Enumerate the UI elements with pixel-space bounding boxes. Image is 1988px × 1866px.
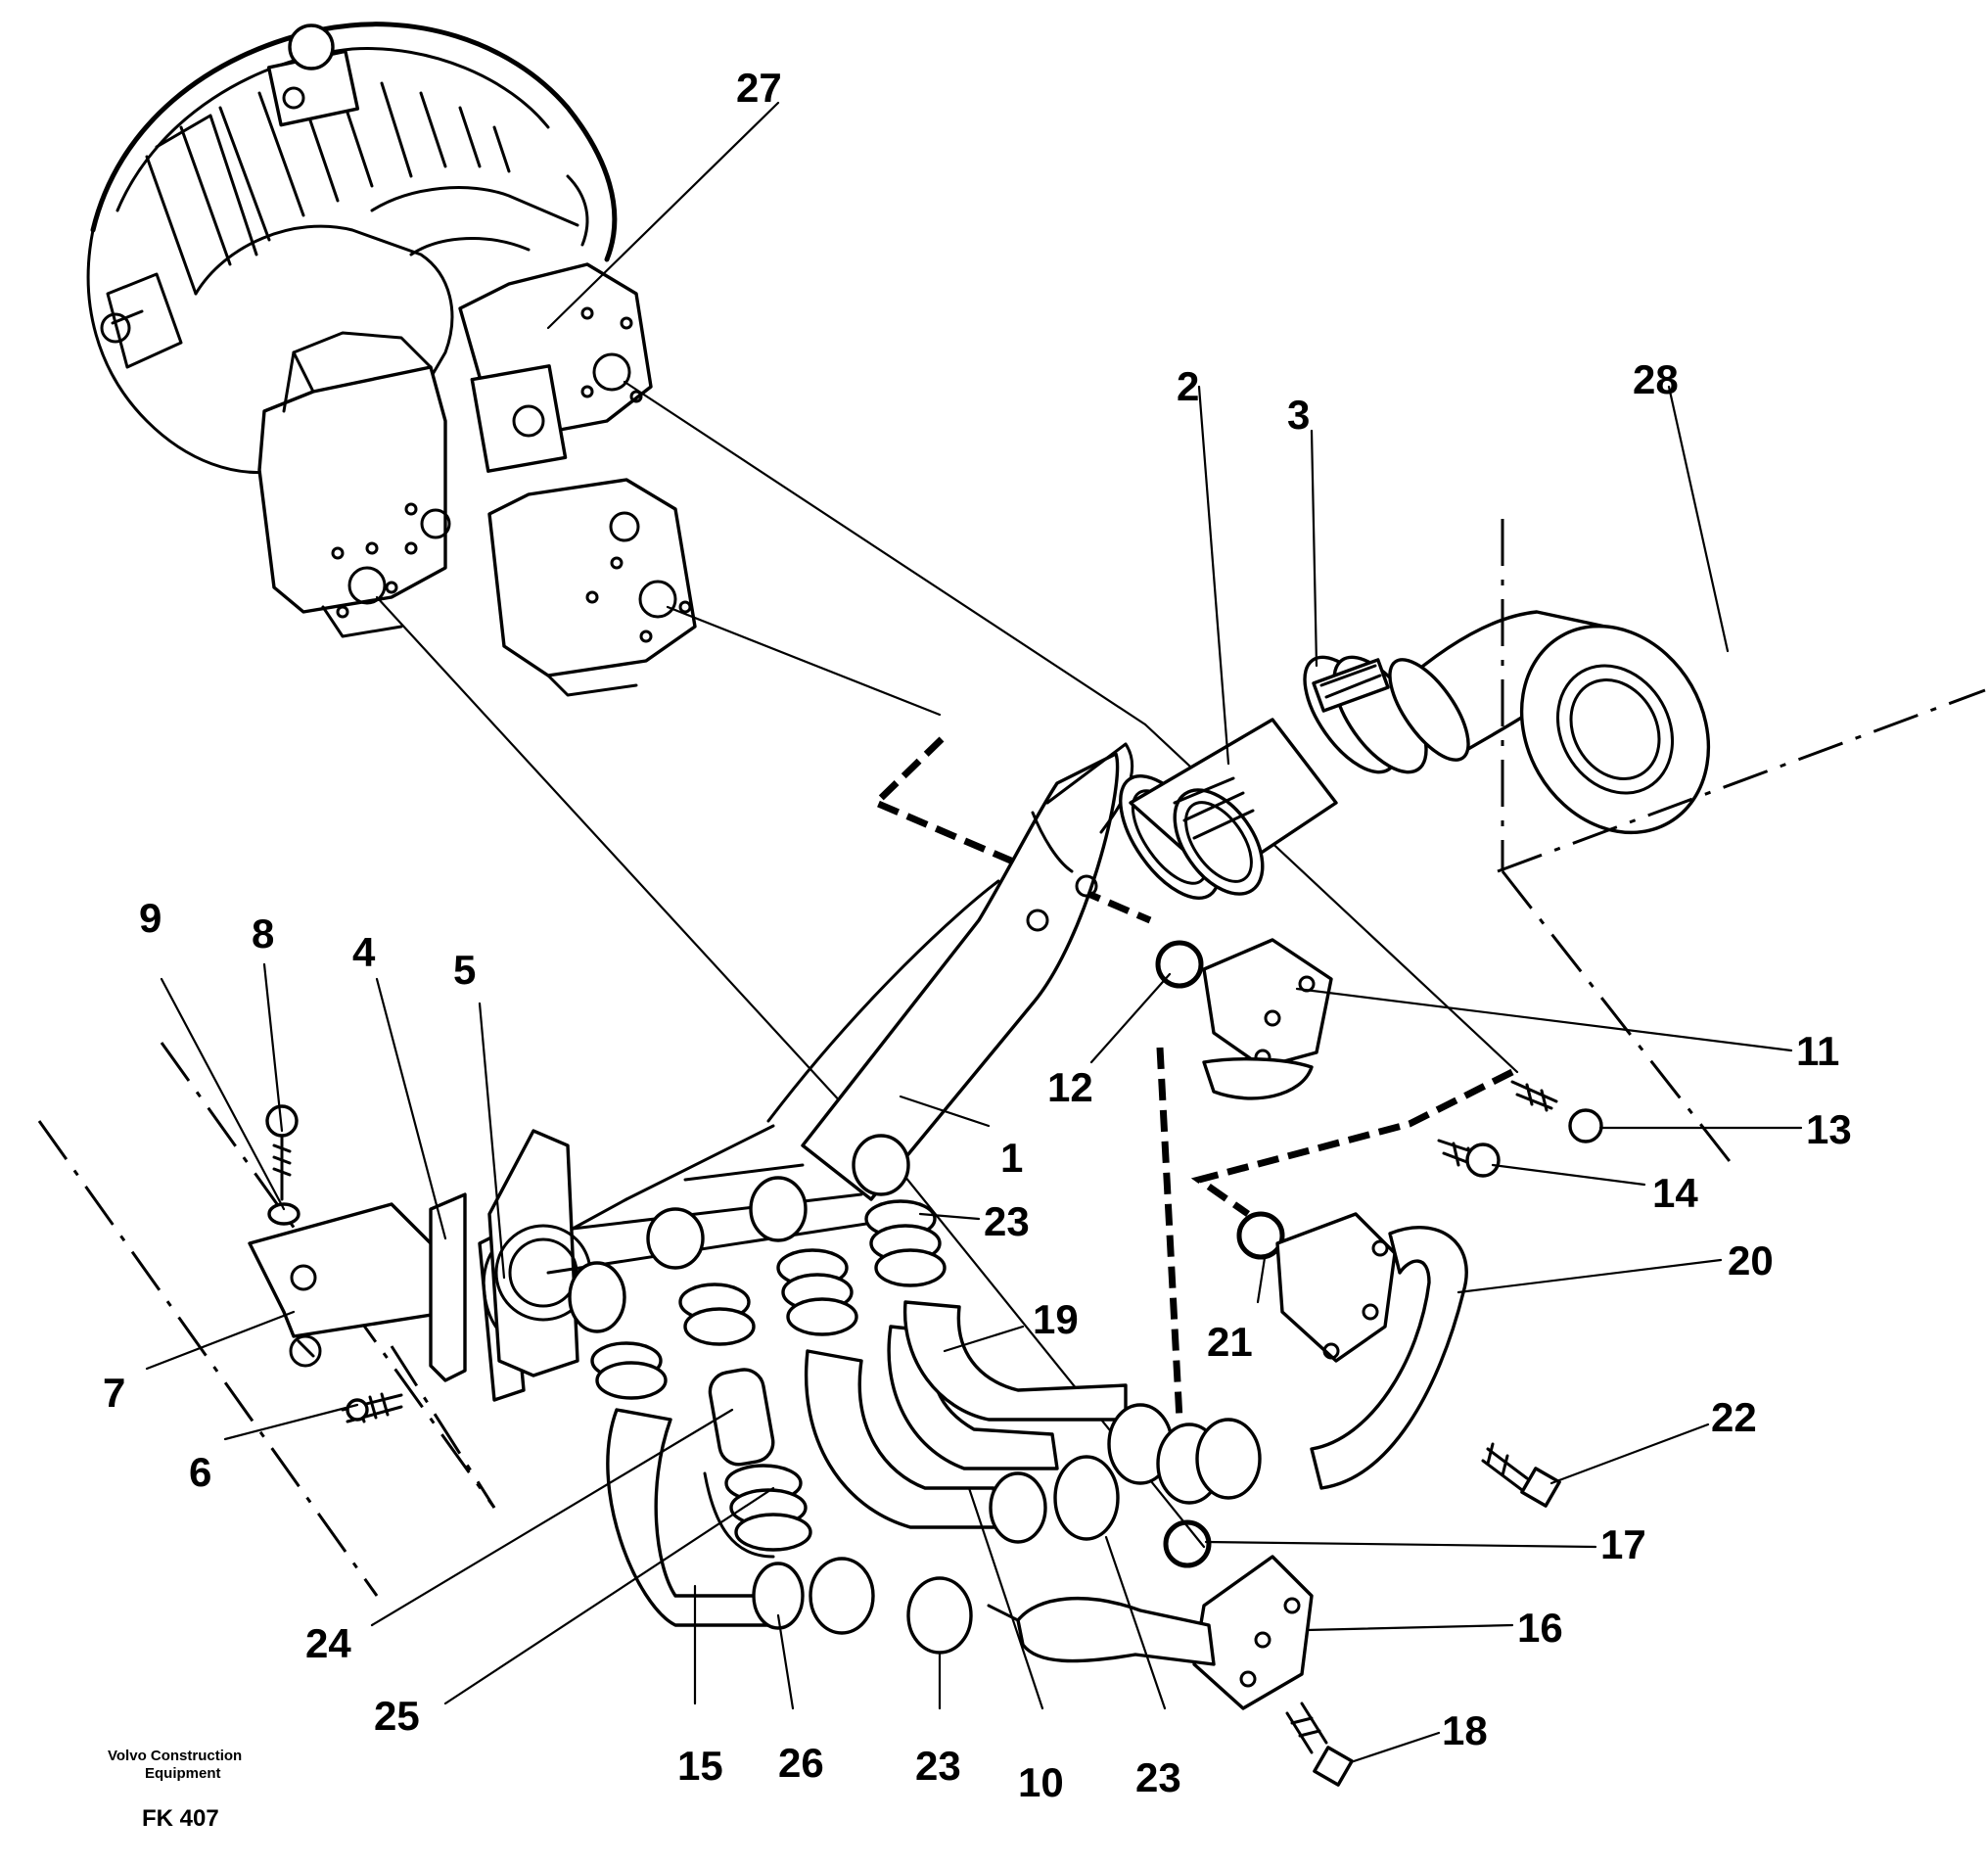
label-part-14: 14 [1652,1170,1698,1216]
label-part-16: 16 [1517,1605,1563,1651]
pipe-2-assembly [1129,610,1711,896]
hose-manifold [546,1134,1262,1655]
label-part-17: 17 [1600,1521,1646,1567]
hydraulic-pump-assembly [86,22,697,697]
label-part-9: 9 [139,895,162,941]
label-part-20: 20 [1728,1237,1774,1283]
label-part-12: 12 [1047,1064,1093,1110]
caption-brand-line1: Volvo Construction [108,1748,242,1764]
label-part-21: 21 [1207,1319,1253,1365]
label-part-25: 25 [374,1693,420,1739]
label-part-13: 13 [1806,1106,1852,1152]
bolt-13 [1510,1080,1603,1143]
label-part-2: 2 [1177,363,1199,409]
label-part-6: 6 [189,1449,211,1495]
label-part-8: 8 [252,910,274,956]
bolt-14 [1437,1139,1501,1178]
label-part-5: 5 [453,947,476,993]
label-part-19: 19 [1033,1296,1079,1342]
mounting-bracket-assembly [248,1104,592,1423]
bolt-22 [1481,1442,1561,1508]
label-part-1: 1 [1000,1135,1023,1181]
flange-block-11 [1155,938,1333,1100]
label-part-23b: 23 [915,1743,961,1789]
label-part-15: 15 [677,1743,723,1789]
diagram-caption: Volvo Construction Equipment FK 407 [108,1748,242,1832]
clamp-stack-4 [864,1199,947,1287]
label-part-11: 11 [1796,1028,1839,1074]
caption-brand-line2: Equipment [145,1765,221,1782]
callout-leaders [145,101,1803,1764]
label-part-23c: 23 [1135,1754,1181,1800]
bolt-18 [1285,1702,1354,1787]
label-part-24: 24 [305,1620,351,1666]
clamp-stack-2 [678,1283,756,1346]
label-part-4: 4 [352,929,376,975]
flange-block-16 [1016,1519,1314,1710]
clamp-stack-1 [590,1341,668,1400]
part-number-labels: 27 2 3 28 11 12 13 14 1 23 20 19 21 22 1… [103,65,1852,1805]
caption-code: FK 407 [142,1805,219,1832]
clamp-stack-3 [776,1248,858,1336]
label-part-23a: 23 [984,1198,1030,1244]
label-part-3: 3 [1287,392,1310,438]
label-part-10: 10 [1018,1759,1064,1805]
clamp-stack-5 [724,1464,812,1552]
flange-block-20 [1236,1211,1468,1490]
label-part-26: 26 [778,1740,824,1786]
label-part-7: 7 [103,1370,125,1416]
label-part-22: 22 [1711,1394,1757,1440]
label-part-18: 18 [1442,1707,1488,1753]
label-part-27: 27 [736,65,782,111]
label-part-28: 28 [1633,356,1679,402]
